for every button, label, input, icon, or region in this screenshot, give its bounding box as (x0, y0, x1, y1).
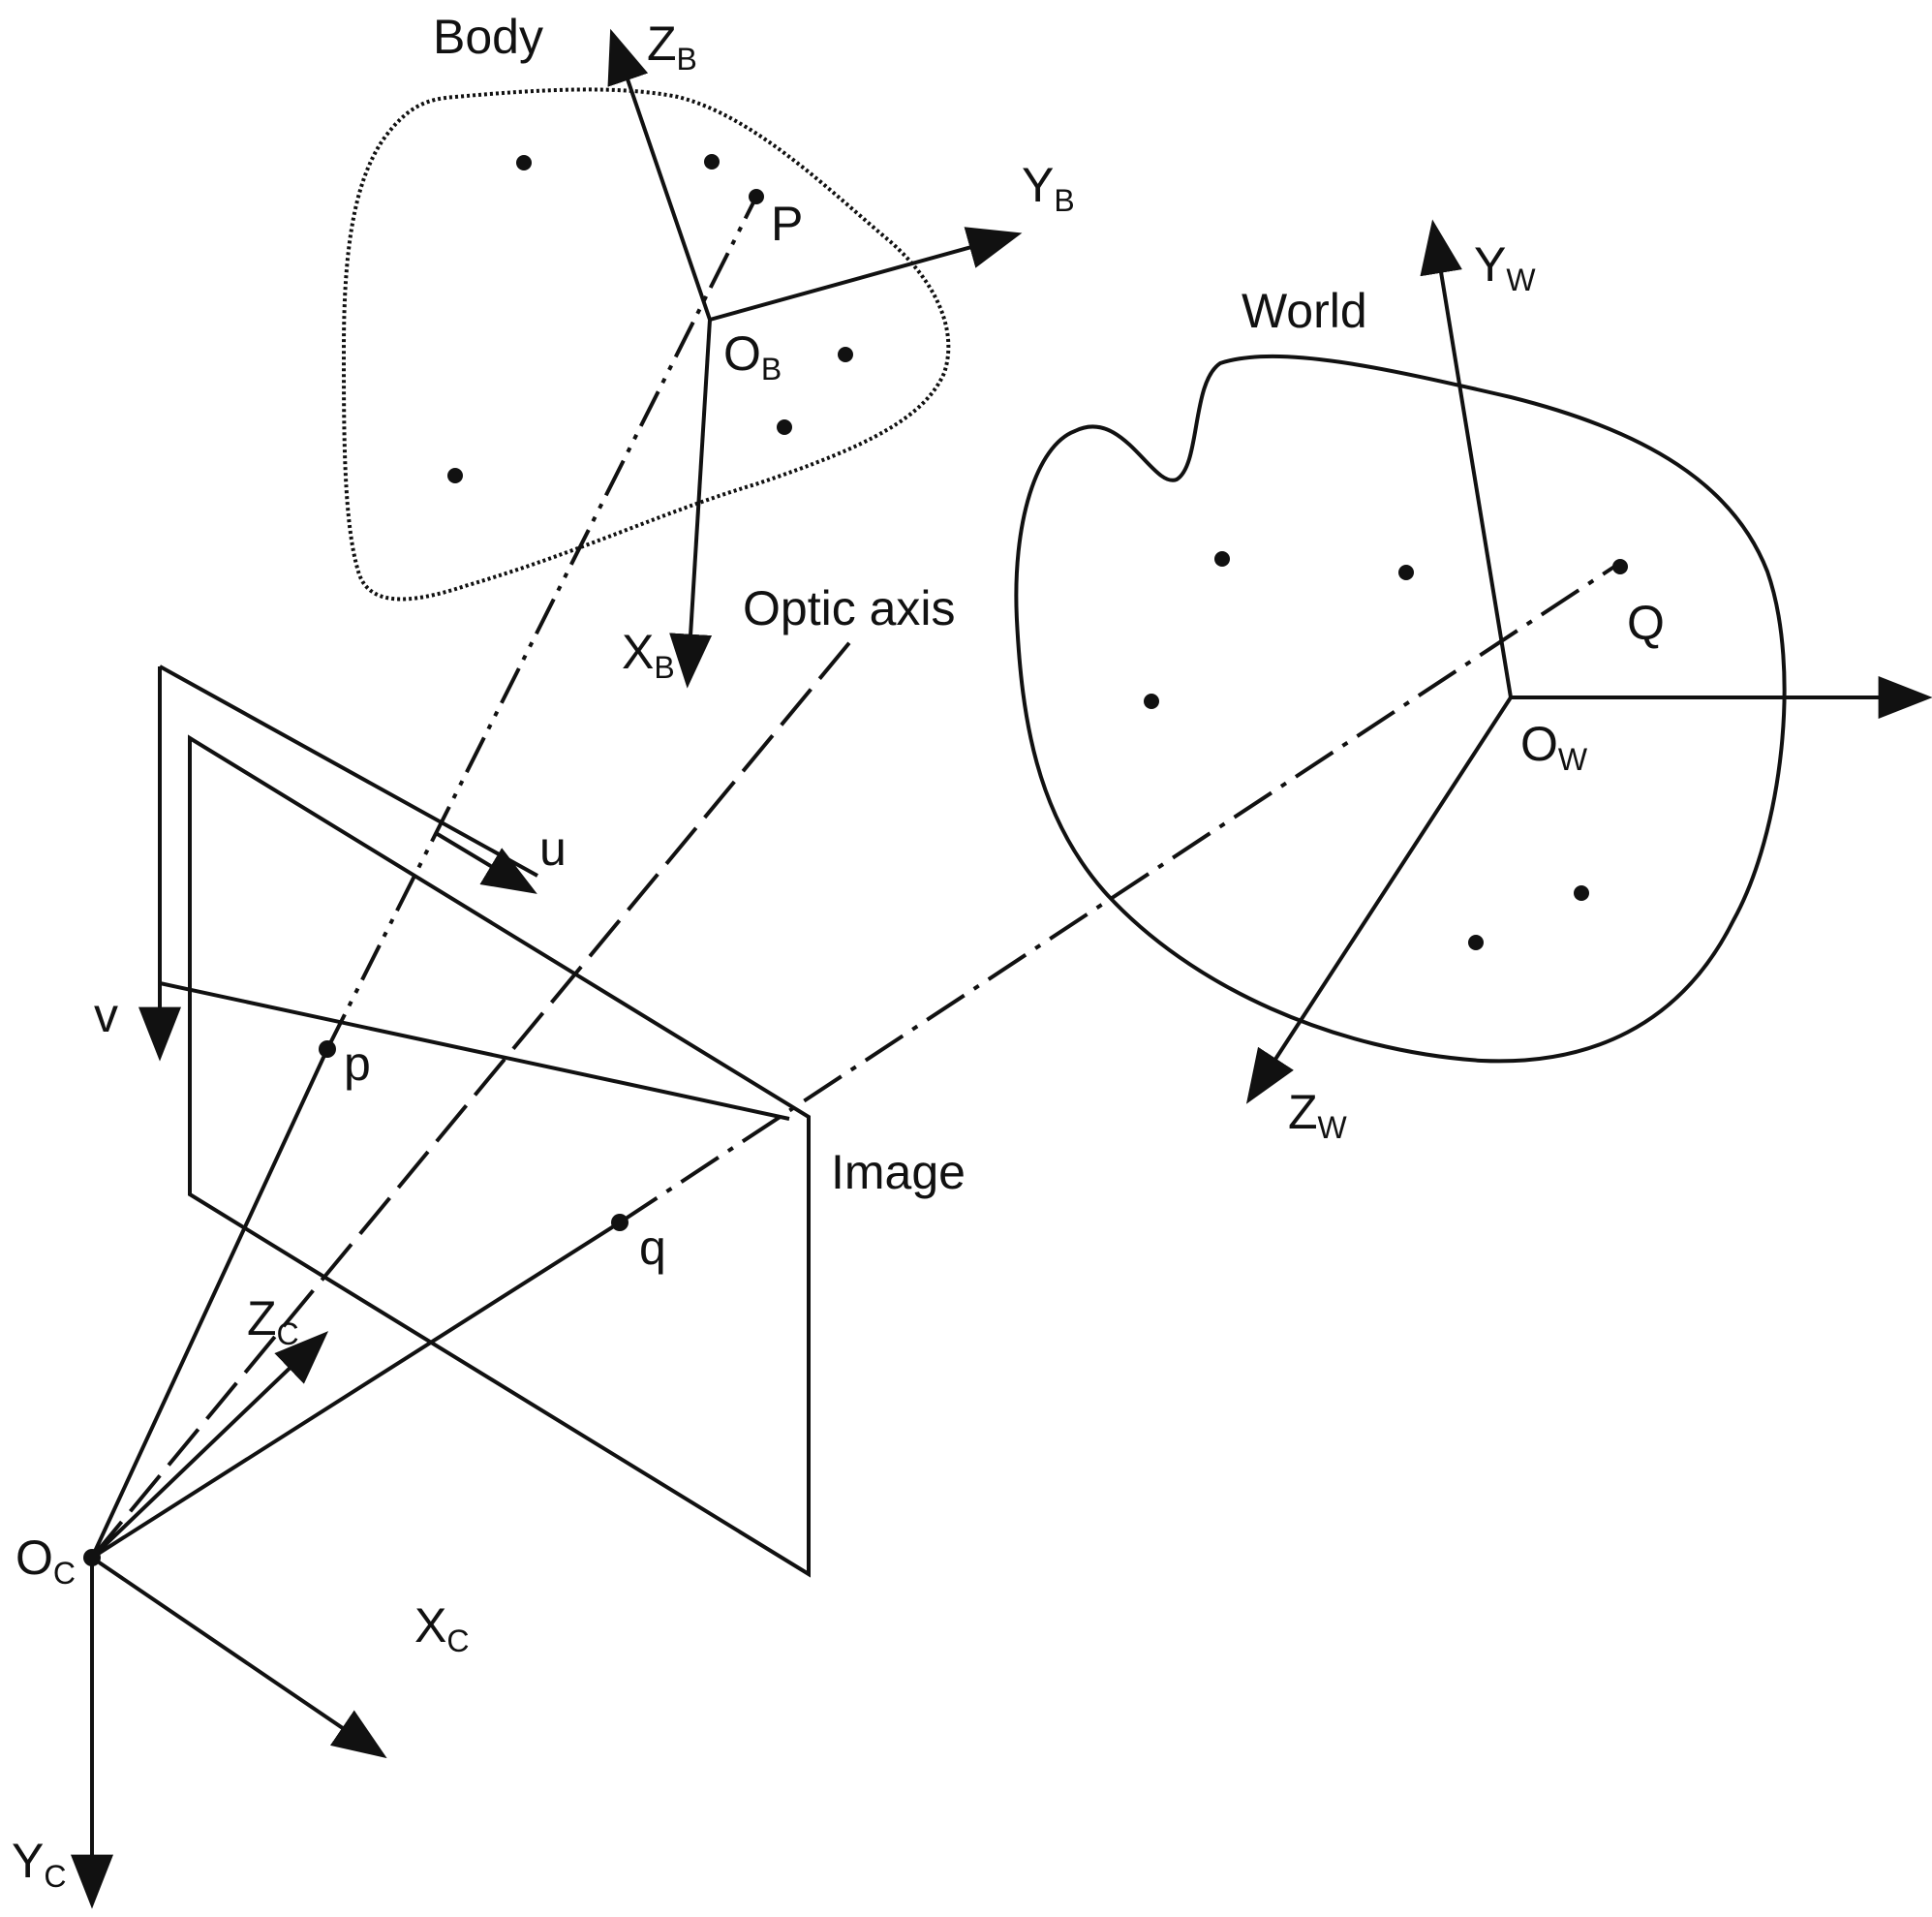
yb-label: YB (1022, 158, 1075, 218)
yw-label: YW (1474, 237, 1536, 297)
zb-label: ZB (647, 16, 697, 77)
image-point-p (319, 1040, 336, 1058)
zc-label: ZC (247, 1291, 299, 1351)
world-point (1398, 565, 1414, 580)
point-q-label: q (639, 1221, 666, 1275)
xc-label: XC (414, 1598, 469, 1658)
image-plane-back (158, 666, 790, 1121)
yc-label: YC (12, 1834, 66, 1894)
body-label: Body (433, 10, 543, 64)
yb-axis-arrow (709, 227, 1023, 322)
point-P-label: P (771, 197, 803, 251)
world-point (1468, 935, 1484, 950)
zw-label: ZW (1288, 1085, 1348, 1145)
image-plane-back-top (159, 665, 538, 878)
ray-oc-to-p (90, 1048, 329, 1559)
oc-label: OC (15, 1531, 76, 1591)
body-point (447, 468, 463, 483)
point-p-label: p (344, 1036, 371, 1091)
xb-label: XB (622, 625, 675, 685)
body-point (838, 347, 853, 362)
image-plane-front (188, 734, 811, 1578)
world-point (1144, 694, 1159, 709)
world-outline (1014, 354, 1787, 1064)
world-point-Q (1612, 559, 1628, 574)
ray-p-to-P (325, 196, 758, 1050)
zw-axis-arrow (1245, 696, 1513, 1104)
u-label: u (539, 821, 567, 876)
point-Q-label: Q (1627, 596, 1665, 650)
v-label: v (94, 988, 118, 1042)
body-point (704, 154, 720, 170)
ow-label: OW (1520, 717, 1588, 777)
optic-axis-label: Optic axis (743, 581, 956, 635)
xb-axis-arrow (669, 319, 713, 689)
image-label: Image (831, 1145, 966, 1199)
ray-q-to-Q (618, 565, 1616, 1224)
ob-label: OB (723, 326, 782, 386)
optic-axis-line (90, 637, 854, 1560)
body-point-P (749, 189, 764, 204)
camera-origin (83, 1549, 101, 1566)
body-point (516, 155, 532, 170)
xc-axis-arrow (90, 1556, 387, 1759)
body-point (777, 419, 792, 435)
zb-axis-arrow (607, 28, 712, 321)
world-point (1574, 885, 1589, 901)
ray-oc-to-q (90, 1221, 622, 1560)
world-label: World (1242, 284, 1367, 338)
image-point-q (611, 1214, 629, 1231)
zc-axis-arrow (90, 1331, 329, 1560)
world-point (1214, 551, 1230, 567)
yw-axis-arrow (1420, 219, 1513, 698)
u-axis-arrow (434, 831, 537, 894)
body-outline (341, 87, 951, 602)
